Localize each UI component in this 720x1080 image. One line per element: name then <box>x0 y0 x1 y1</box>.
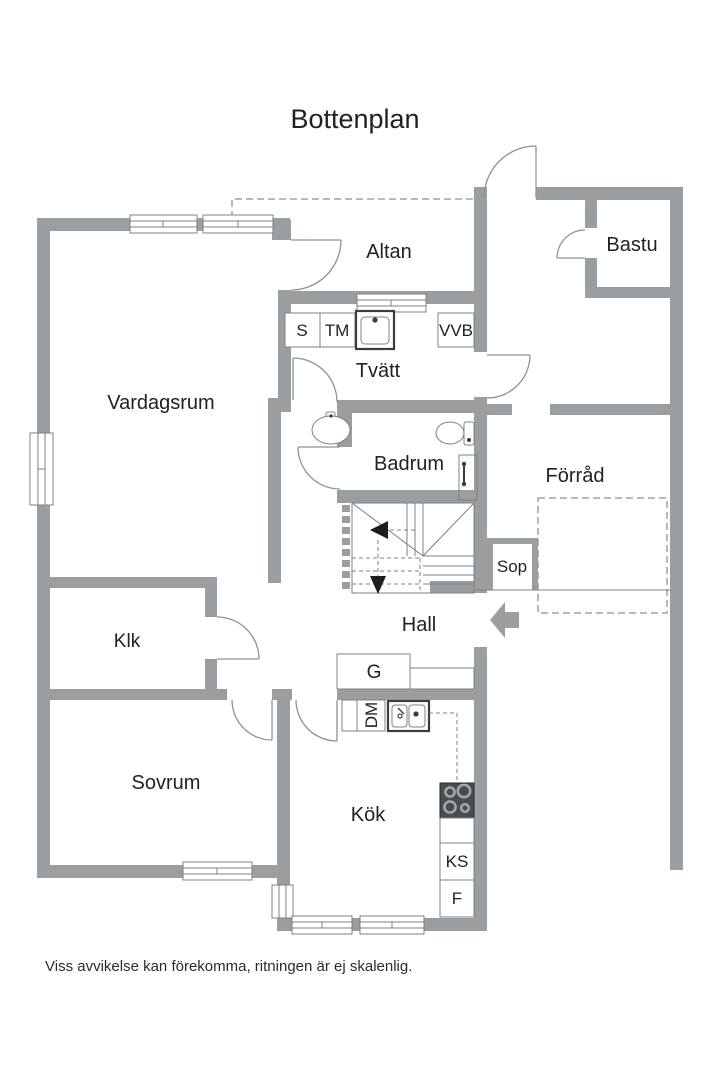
stove-icon <box>439 782 475 819</box>
laundry-cabinet-s <box>284 312 321 348</box>
wall-segment <box>37 218 50 878</box>
wall-segment <box>532 538 538 590</box>
stair-walkline <box>377 529 415 576</box>
tvatt-corridor-door <box>486 354 531 399</box>
fixture-label-vvb: VVB <box>439 321 473 340</box>
wall-segment <box>487 538 538 544</box>
fixture-label-g: G <box>367 662 382 683</box>
fixture-label-ks: KS <box>446 852 469 871</box>
dashed-outlines <box>231 198 670 614</box>
altan-door <box>290 239 342 291</box>
windows <box>29 214 427 935</box>
forrad-dashed-area <box>537 497 668 614</box>
sovrum-door <box>231 699 273 741</box>
wall-segment <box>585 287 670 298</box>
toilet-icon <box>435 421 475 446</box>
window <box>202 214 274 234</box>
stair-down-arrow-icon <box>370 576 386 594</box>
window <box>359 915 425 935</box>
freezer-f <box>439 879 475 918</box>
stair-outline <box>351 502 475 594</box>
wall-segment <box>430 581 487 593</box>
window <box>129 214 198 234</box>
stair-dashed-treads <box>352 557 421 593</box>
doors <box>216 145 586 742</box>
counter-dashed-line <box>429 712 458 843</box>
wall-segment <box>337 400 474 413</box>
disclaimer-text: Viss avvikelse kan förekomma, ritningen … <box>45 958 412 975</box>
window <box>182 861 253 881</box>
badrum-door <box>297 446 341 490</box>
wall-segment <box>487 538 493 590</box>
wall-segment <box>272 689 292 700</box>
laundry-sink-icon <box>354 309 396 351</box>
window <box>271 884 294 919</box>
room-label-klk: Klk <box>114 631 141 652</box>
wall-segment <box>670 187 683 870</box>
wall-segment <box>474 404 512 415</box>
kok-door <box>295 699 338 742</box>
page-title: Bottenplan <box>290 104 419 134</box>
klk-door <box>216 616 260 660</box>
room-label-badrum: Badrum <box>374 453 444 475</box>
room-label-sovrum: Sovrum <box>132 772 201 794</box>
room-label-tvatt: Tvätt <box>356 360 401 382</box>
altan-dashed-outline <box>231 198 474 218</box>
wall-segment <box>44 689 227 700</box>
fixture-label-tm: TM <box>325 321 350 340</box>
bathroom-sink-icon <box>311 411 351 445</box>
kitchen-cabinets <box>341 699 386 732</box>
fixture-label-dm: DM <box>362 702 381 728</box>
stair-treads <box>351 502 475 585</box>
wall-segment <box>205 577 217 617</box>
room-label-altan: Altan <box>366 241 412 263</box>
wall-segment <box>474 397 487 593</box>
room-label-bastu: Bastu <box>606 234 657 256</box>
entrance-door <box>483 145 537 199</box>
labels: Bottenplan Altan Bastu Vardagsrum Tvätt … <box>45 104 658 975</box>
wall-segment <box>536 187 683 200</box>
wall-segment <box>337 490 477 503</box>
water-heater-vvb <box>437 312 475 348</box>
bastu-door <box>556 229 586 259</box>
kitchen-counter-cell <box>439 817 475 844</box>
dishwasher-dm <box>341 699 386 732</box>
hall-bench <box>409 667 475 690</box>
fixture-label-f: F <box>452 889 462 908</box>
wall-segment <box>44 577 217 588</box>
tvatt-lobby-door <box>292 357 338 403</box>
wall-segment <box>585 198 597 228</box>
stairs <box>342 502 475 594</box>
room-label-kok: Kök <box>351 804 386 826</box>
stair-balusters <box>342 505 350 589</box>
fixtures <box>284 309 478 918</box>
wall-segment <box>550 404 670 415</box>
kitchen-sink-icon <box>386 699 431 733</box>
wall-segment <box>272 220 291 240</box>
wall-segment <box>474 647 487 931</box>
wall-segment <box>474 187 487 352</box>
room-label-vardagsrum: Vardagsrum <box>107 392 214 414</box>
wall-segment <box>268 398 281 583</box>
window <box>356 293 427 313</box>
stair-up-arrow-icon <box>370 521 388 539</box>
window <box>29 432 54 506</box>
fixture-label-s: S <box>296 321 307 340</box>
shower-icon <box>458 454 478 501</box>
entrance-arrow-icon <box>490 602 519 638</box>
wall-segment <box>337 689 474 700</box>
window <box>291 915 353 935</box>
room-label-hall: Hall <box>402 614 436 636</box>
room-label-forrad: Förråd <box>546 465 605 487</box>
room-label-sop: Sop <box>497 557 527 576</box>
fridge-ks <box>439 842 475 881</box>
